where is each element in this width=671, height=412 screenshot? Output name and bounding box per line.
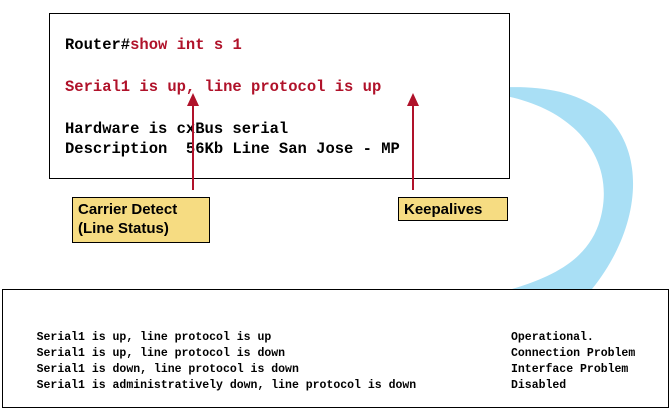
table-row: Serial1 is down, line protocol is down In… bbox=[9, 349, 629, 391]
table-row: Serial1 is administratively down, line p… bbox=[9, 365, 567, 407]
row-status: Interface Problem bbox=[511, 363, 629, 376]
row-line: Serial1 is up, line protocol is up bbox=[36, 331, 272, 344]
description-line: Description 56Kb Line San Jose - MP bbox=[65, 140, 400, 158]
keepalives-arrowhead bbox=[407, 93, 419, 106]
status-line: Serial1 is up, line protocol is up bbox=[65, 78, 382, 96]
table-row: Serial1 is up, line protocol is down Conn… bbox=[9, 333, 636, 375]
keepalives-label: Keepalives bbox=[404, 201, 483, 218]
router-prompt: Router# bbox=[65, 36, 131, 54]
terminal-output-box: Router#show int s 1 Serial1 is up, line … bbox=[49, 13, 510, 179]
row-line: Serial1 is down, line protocol is down bbox=[36, 363, 299, 376]
command-line: Router#show int s 1 bbox=[65, 36, 242, 54]
hardware-line: Hardware is cxBus serial bbox=[65, 120, 289, 138]
carrier-detect-arrowhead bbox=[187, 93, 199, 106]
row-status: Disabled bbox=[511, 379, 567, 392]
table-row: Serial1 is up, line protocol is up Operat… bbox=[9, 317, 594, 359]
row-status: Operational. bbox=[511, 331, 594, 344]
row-line: Serial1 is administratively down, line p… bbox=[36, 379, 417, 392]
line-status-label: (Line Status) bbox=[78, 220, 169, 237]
show-command: show int s 1 bbox=[130, 36, 242, 54]
carrier-detect-callout: Carrier Detect (Line Status) bbox=[72, 197, 210, 243]
row-line: Serial1 is up, line protocol is down bbox=[36, 347, 286, 360]
keepalives-callout: Keepalives bbox=[398, 197, 508, 221]
status-table: Serial1 is up, line protocol is up Operat… bbox=[2, 289, 669, 408]
carrier-detect-label: Carrier Detect bbox=[78, 201, 178, 218]
row-status: Connection Problem bbox=[511, 347, 636, 360]
